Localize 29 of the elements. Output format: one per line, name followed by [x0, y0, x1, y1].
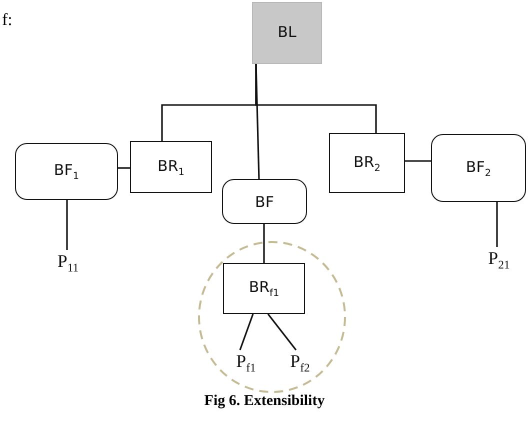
connector-line	[255, 64, 377, 133]
box-label: BL	[278, 23, 296, 41]
text-fragment: f:	[2, 10, 12, 30]
rounded-box	[15, 143, 118, 200]
node-label: P$_{21}$	[488, 248, 510, 272]
connector-line	[405, 160, 431, 162]
process-box	[252, 2, 322, 64]
process-box	[329, 133, 405, 193]
figure-caption: Fig 6. Extensibility	[203, 393, 326, 410]
box-label: BR$_{2}$	[354, 152, 380, 174]
rounded-box	[222, 179, 307, 224]
connector-line	[66, 200, 68, 250]
connector-line	[118, 167, 130, 169]
box-label: BF	[255, 192, 274, 210]
connector-line	[239, 314, 254, 350]
process-box	[130, 141, 212, 193]
connector-line	[263, 224, 265, 263]
process-box	[223, 263, 305, 314]
node-label: P$_{f2}$	[290, 351, 310, 375]
connector-line	[255, 64, 260, 180]
box-label: BR$_{f1}$	[248, 278, 280, 299]
node-label: P$_{f1}$	[236, 351, 256, 375]
rounded-box	[431, 134, 526, 202]
connector-line	[496, 202, 498, 247]
box-label: BF$_{2}$	[466, 158, 492, 178]
box-label: BF$_{1}$	[54, 161, 80, 182]
box-label: BR$_{1}$	[158, 156, 184, 178]
node-label: P$_{11}$	[57, 251, 79, 275]
connector-line	[267, 314, 297, 350]
